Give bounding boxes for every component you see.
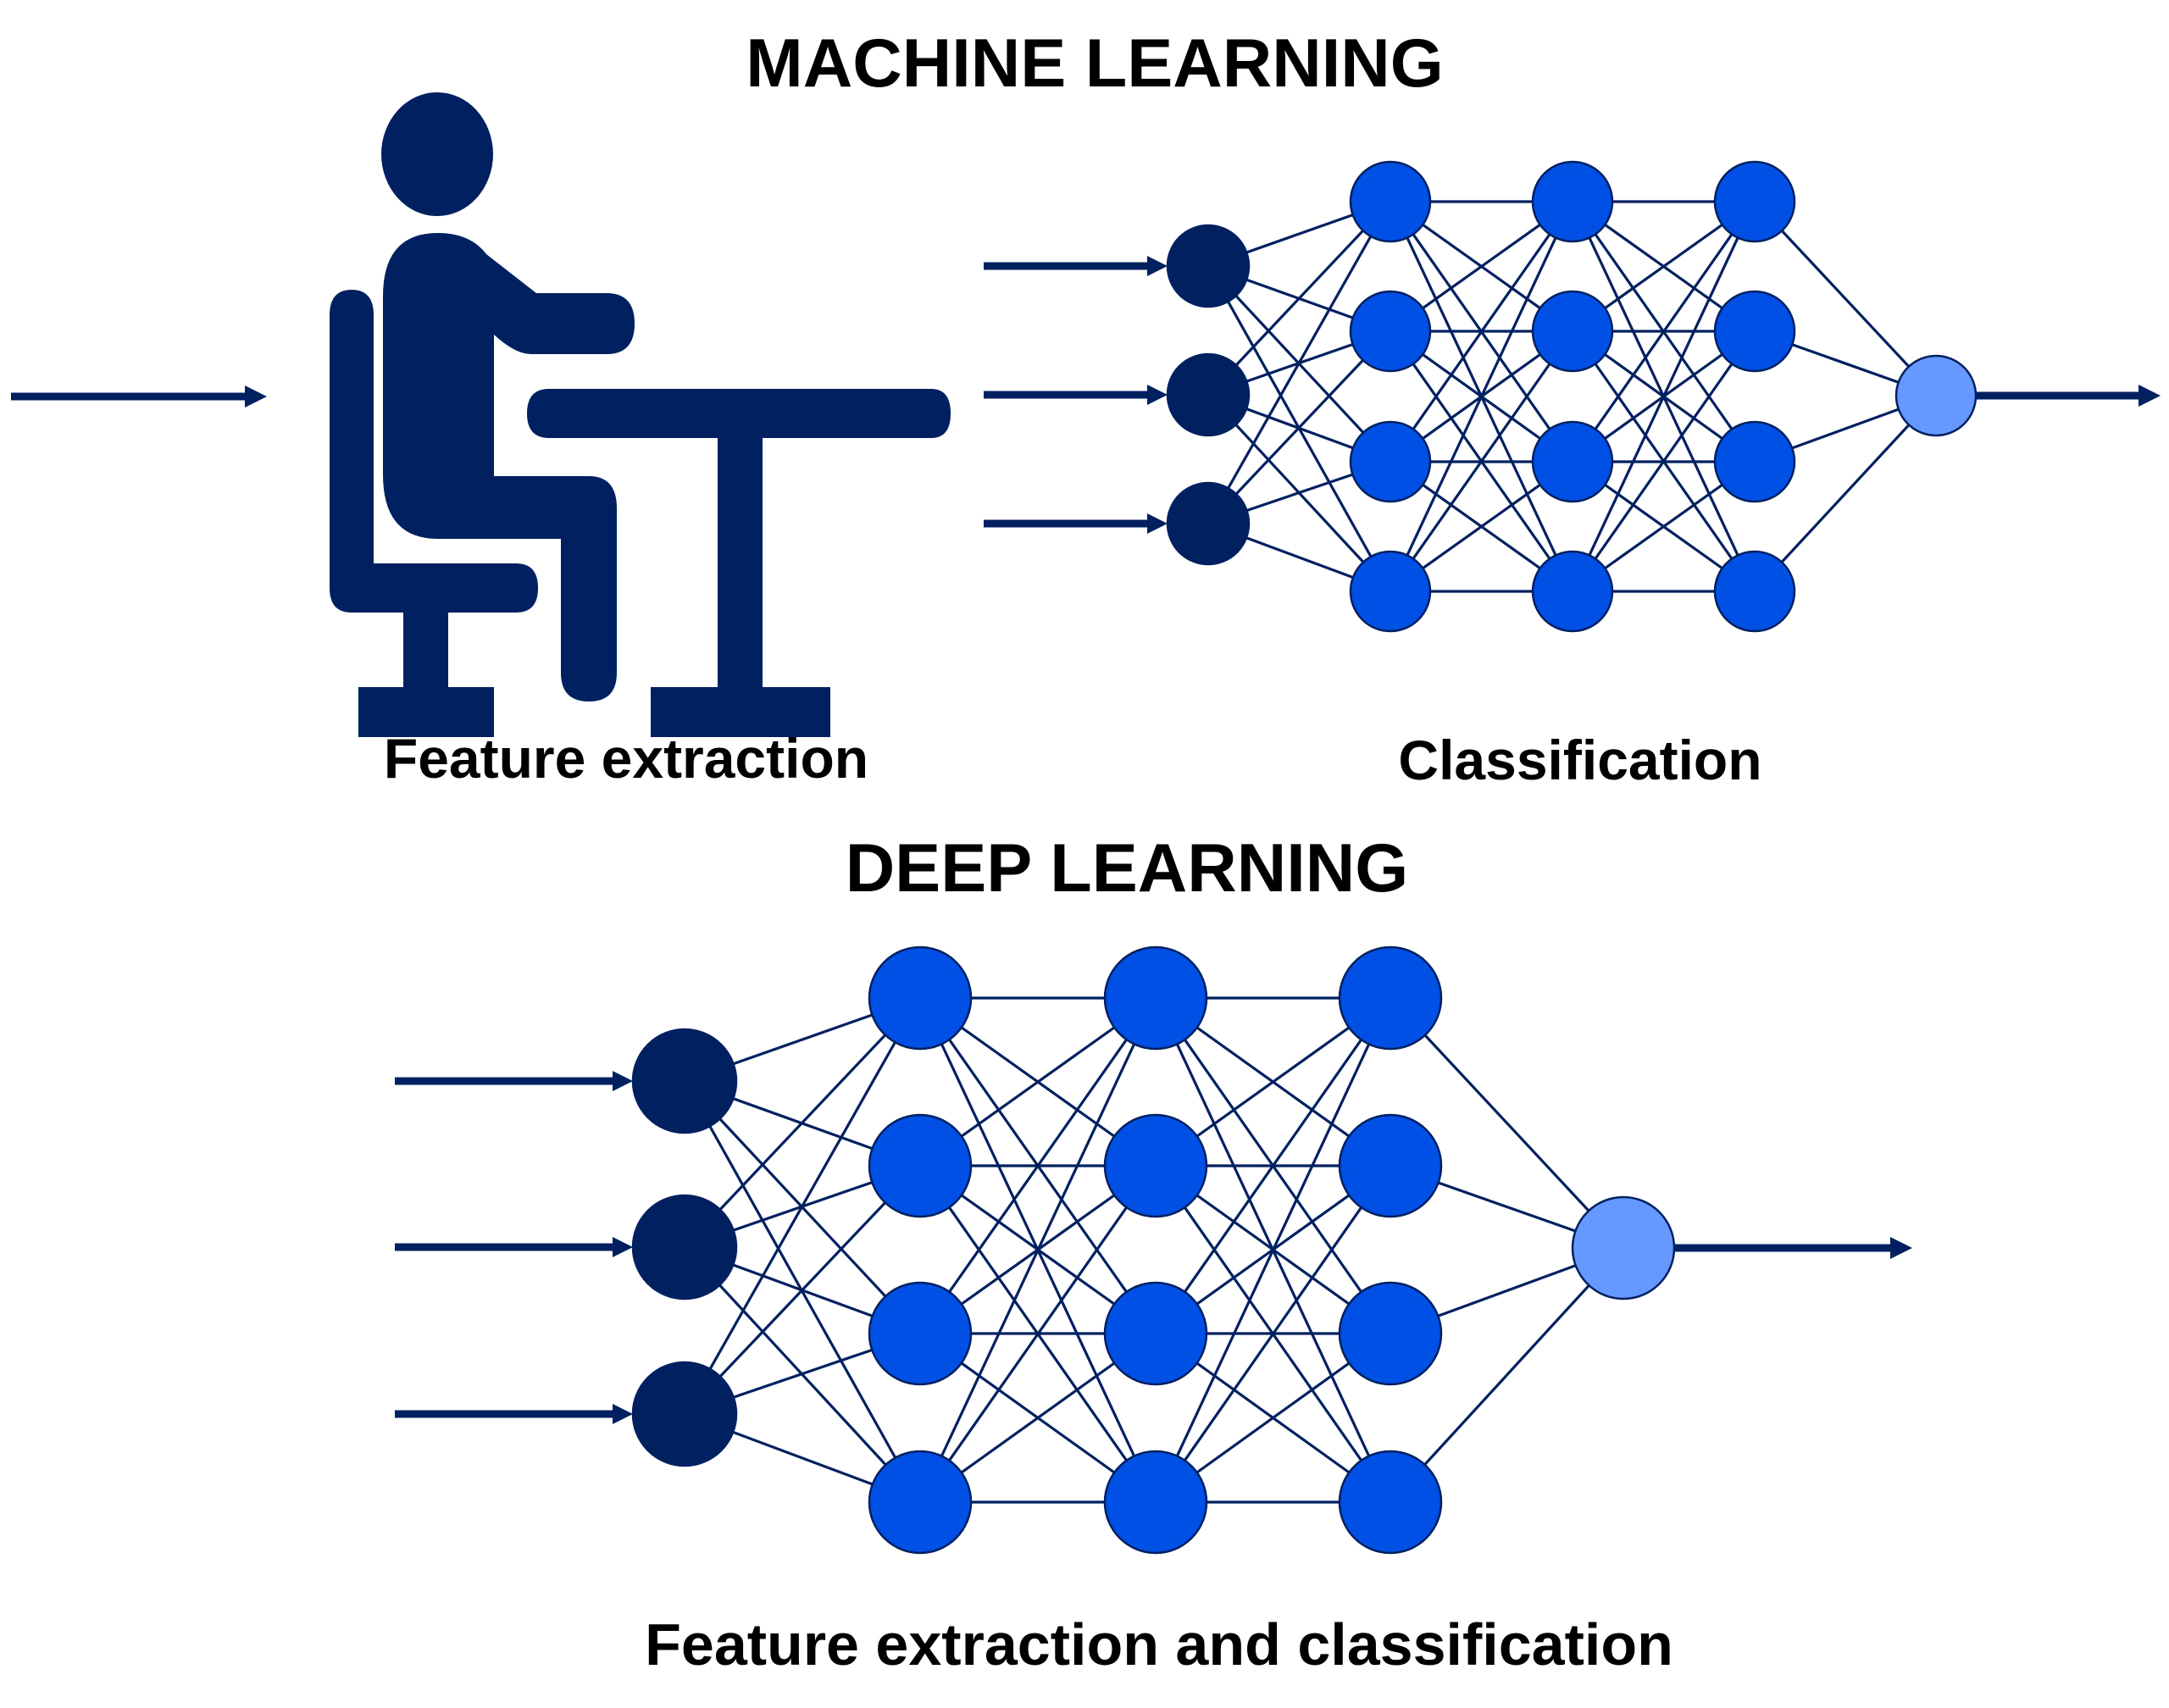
- ml-classification-network: [984, 160, 2161, 633]
- ml-input-node: [1166, 224, 1251, 308]
- ml-connection: [1571, 201, 1756, 592]
- dl-hidden-node: [868, 1281, 973, 1386]
- dl-connection: [1154, 997, 1392, 1334]
- dl-output-node: [1571, 1195, 1676, 1300]
- dl-connection: [1389, 1246, 1625, 1504]
- ml-connection: [1389, 201, 1574, 592]
- dl-input-node: [631, 1028, 738, 1134]
- dl-hidden-node: [1338, 1281, 1443, 1386]
- dl-input-node: [631, 1194, 738, 1300]
- ml-connection: [1389, 330, 1574, 592]
- ml-input-node: [1166, 352, 1251, 437]
- ml-connection: [1207, 330, 1392, 525]
- ml-connection: [1207, 201, 1392, 524]
- ml-input-arrow: [984, 385, 1168, 405]
- dl-connection: [1154, 997, 1392, 1503]
- ml-hidden-node: [1349, 420, 1432, 503]
- ml-connection: [1389, 201, 1574, 463]
- ml-input-arrow: [984, 513, 1168, 534]
- dl-connection: [683, 1164, 922, 1416]
- ml-hidden-node: [1713, 550, 1796, 633]
- dl-input-arrow: [395, 1404, 633, 1424]
- ml-hidden-node: [1531, 550, 1614, 633]
- ml-input-arrows: [984, 256, 1168, 534]
- ml-output-node: [1894, 354, 1978, 437]
- dl-network: [395, 946, 1912, 1555]
- ml-hidden-node: [1531, 160, 1614, 243]
- ml-hidden-node: [1531, 420, 1614, 503]
- person-at-desk-icon: [330, 92, 951, 737]
- dl-connection: [683, 996, 922, 1249]
- ml-connection: [1571, 330, 1756, 592]
- ml-input-arrow: [11, 385, 267, 408]
- ml-input-node: [1166, 481, 1251, 566]
- feature-extraction-and-classification-label: Feature extraction and classification: [645, 1611, 1673, 1678]
- dl-connection: [918, 997, 1157, 1503]
- dl-connection: [1389, 996, 1625, 1250]
- dl-hidden-node: [1103, 946, 1208, 1051]
- ml-hidden-node: [1349, 550, 1432, 633]
- ml-connections: [1207, 200, 1938, 593]
- deep-learning-title: DEEP LEARNING: [846, 830, 1409, 907]
- dl-hidden-node: [868, 1113, 973, 1218]
- ml-connection: [1753, 394, 1938, 593]
- dl-hidden-node: [868, 946, 973, 1051]
- dl-connection: [918, 997, 1157, 1334]
- ml-connection: [1753, 200, 1938, 397]
- dl-connections: [683, 996, 1625, 1504]
- ml-hidden-node: [1531, 290, 1614, 373]
- dl-connection: [918, 1165, 1157, 1503]
- dl-connection: [1154, 1165, 1392, 1503]
- dl-hidden-node: [1338, 1113, 1443, 1218]
- dl-connection: [683, 997, 922, 1415]
- ml-hidden-node: [1713, 420, 1796, 503]
- dl-nodes: [631, 946, 1676, 1555]
- ml-hidden-node: [1349, 290, 1432, 373]
- dl-output-arrow: [1674, 1237, 1912, 1259]
- dl-hidden-node: [1338, 946, 1443, 1051]
- dl-input-arrow: [395, 1237, 633, 1257]
- deep-learning-section: DEEP LEARNING Feature extraction and cla…: [395, 830, 1912, 1678]
- dl-input-node: [631, 1361, 738, 1467]
- ml-input-arrow: [984, 256, 1168, 276]
- ml-connection: [1571, 201, 1756, 463]
- ml-connection: [1207, 200, 1392, 396]
- dl-hidden-node: [1103, 1113, 1208, 1218]
- classification-label: Classification: [1398, 729, 1761, 791]
- ml-nodes: [1166, 160, 1978, 633]
- machine-learning-title: MACHINE LEARNING: [746, 25, 1444, 102]
- dl-hidden-node: [1338, 1450, 1443, 1555]
- feature-extraction-label: Feature extraction: [384, 727, 868, 790]
- ml-output-arrow: [1976, 385, 2161, 407]
- ml-hidden-node: [1349, 160, 1432, 243]
- dl-hidden-node: [868, 1450, 973, 1555]
- dl-input-arrows: [395, 1071, 633, 1424]
- ml-hidden-node: [1713, 160, 1796, 243]
- ml-hidden-node: [1713, 290, 1796, 373]
- dl-hidden-node: [1103, 1281, 1208, 1386]
- machine-learning-section: MACHINE LEARNING Feature extraction: [11, 25, 2161, 791]
- dl-hidden-node: [1103, 1450, 1208, 1555]
- dl-input-arrow: [395, 1071, 633, 1091]
